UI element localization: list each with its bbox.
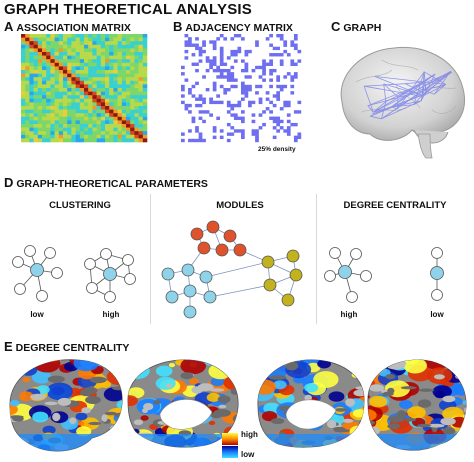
right-lateral-surface	[367, 359, 467, 451]
right-medial-surface	[257, 359, 365, 448]
modules-title: MODULES	[216, 200, 264, 211]
node	[24, 245, 36, 257]
divider-right	[316, 194, 317, 324]
module-node-olive	[289, 268, 303, 282]
node	[51, 267, 63, 279]
node	[44, 247, 56, 259]
colorbar-legend	[222, 433, 238, 458]
module-node-cyan	[203, 290, 217, 304]
node	[360, 270, 372, 282]
module-node-olive	[263, 278, 277, 292]
module-node-cyan	[165, 290, 179, 304]
panel-b-title: ADJACENCY MATRIX	[185, 22, 293, 34]
module-node-red	[190, 227, 204, 241]
node	[350, 248, 362, 260]
node	[124, 273, 136, 285]
module-node-olive	[281, 293, 295, 307]
node	[104, 291, 116, 303]
hub-node	[430, 266, 444, 280]
hub-node	[338, 265, 352, 279]
module-node-cyan	[199, 270, 213, 284]
module-node-cyan	[181, 263, 195, 277]
degree-low-label: low	[430, 310, 444, 319]
node	[324, 270, 336, 282]
panel-a-letter: A	[4, 19, 14, 34]
node	[329, 247, 341, 259]
node	[12, 256, 24, 268]
left-lateral-surface	[9, 359, 123, 452]
hub-node	[30, 263, 44, 277]
network-diagrams	[12, 220, 444, 319]
module-node-olive	[261, 255, 275, 269]
panel-d-letter: D	[4, 175, 14, 190]
node	[14, 283, 26, 295]
module-node-red	[206, 220, 220, 234]
module-node-red	[197, 241, 211, 255]
density-label: 25% density	[258, 146, 296, 153]
clustering-title: CLUSTERING	[49, 200, 111, 211]
module-node-red	[233, 243, 247, 257]
panel-c-title: GRAPH	[343, 22, 382, 34]
glass-brain-graph	[340, 46, 466, 159]
node	[84, 258, 96, 270]
cortical-surface-maps	[9, 359, 467, 452]
module-node-olive	[286, 249, 300, 263]
panel-a-title: ASSOCIATION MATRIX	[16, 22, 131, 34]
node	[431, 247, 443, 259]
graph-edges	[363, 70, 453, 120]
clustering-high-label: high	[102, 310, 120, 319]
module-node-red	[215, 243, 229, 257]
node	[86, 282, 98, 294]
module-node-red	[223, 229, 237, 243]
divider-left	[150, 194, 151, 324]
node	[36, 290, 48, 302]
panel-d-title: GRAPH-THEORETICAL PARAMETERS	[16, 178, 208, 190]
hub-node	[103, 267, 117, 281]
node	[431, 289, 443, 301]
figure-title: GRAPH THEORETICAL ANALYSIS	[4, 1, 253, 18]
module-node-cyan	[161, 267, 175, 281]
legend-low-label: low	[241, 450, 255, 459]
degree-centrality-title: DEGREE CENTRALITY	[343, 200, 447, 211]
node	[346, 291, 358, 303]
module-node-cyan	[183, 305, 197, 319]
association-matrix-heatmap	[21, 34, 148, 143]
panel-e-letter: E	[4, 339, 13, 354]
degree-high-label: high	[340, 310, 358, 319]
panel-c-letter: C	[331, 19, 341, 34]
left-medial-surface	[127, 359, 239, 448]
clustering-low-label: low	[30, 310, 44, 319]
panel-e-title: DEGREE CENTRALITY	[15, 342, 130, 354]
node	[122, 254, 134, 266]
brainstem	[417, 133, 433, 159]
legend-high-label: high	[241, 430, 258, 439]
node	[100, 248, 112, 260]
panel-b-letter: B	[173, 19, 183, 34]
module-node-cyan	[183, 284, 197, 298]
adjacency-matrix	[181, 34, 302, 143]
